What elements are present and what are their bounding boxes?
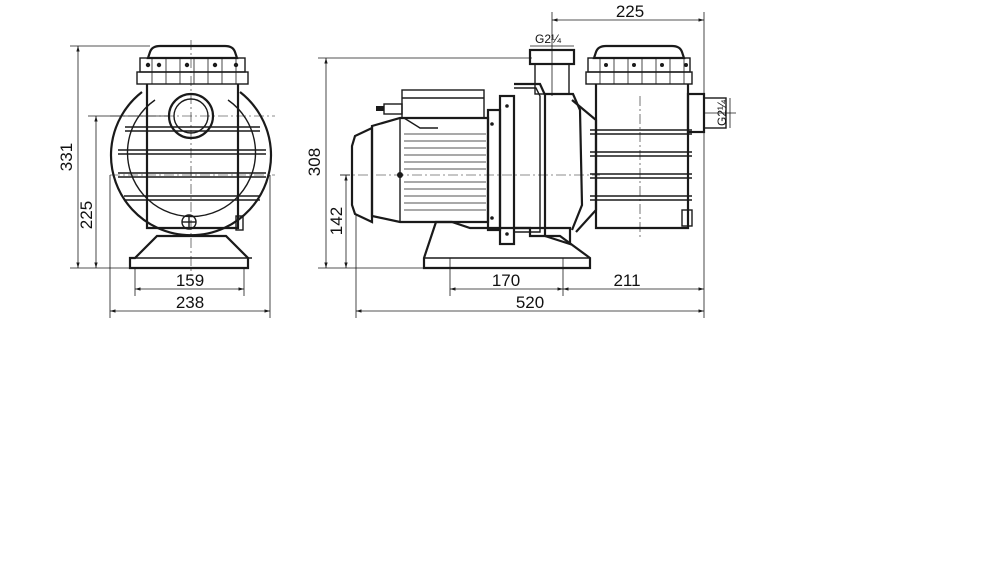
dim-side-axis-height-label: 142 bbox=[327, 207, 346, 235]
dim-side-outlet-to-inlet-label: 225 bbox=[616, 2, 644, 21]
side-outlet-pipe bbox=[528, 40, 584, 231]
side-view bbox=[340, 40, 736, 270]
side-pump-volute bbox=[514, 82, 572, 246]
dim-side-foot-to-inlet-label: 211 bbox=[613, 271, 640, 290]
side-motor-fan-cover bbox=[350, 126, 374, 224]
dim-side-foot-spacing-label: 170 bbox=[492, 271, 520, 290]
inlet-thread-label: G2¼ bbox=[715, 99, 729, 126]
dim-front-height-outlet: 225 bbox=[77, 115, 170, 268]
dim-side-length-total: 520 bbox=[355, 214, 704, 318]
dim-front-foot-spacing: 159 bbox=[134, 268, 245, 296]
dim-side-length-total-label: 520 bbox=[516, 293, 544, 312]
dim-side-height-total: 308 bbox=[305, 57, 532, 269]
front-ribs bbox=[118, 126, 266, 201]
side-terminal-box bbox=[376, 89, 485, 129]
dim-front-height-total: 331 bbox=[57, 45, 150, 269]
dim-front-height-outlet-label: 225 bbox=[77, 201, 96, 229]
front-strainer-pot bbox=[145, 84, 240, 230]
outlet-thread-label: G2¼ bbox=[535, 32, 562, 46]
dim-side-axis-height: 142 bbox=[327, 174, 350, 268]
dim-front-foot-spacing-label: 159 bbox=[176, 271, 204, 290]
dim-side-height-total-label: 308 bbox=[305, 148, 324, 176]
inlet-thread-callout: G2¼ bbox=[715, 98, 731, 128]
dim-side-foot-to-inlet: 211 bbox=[563, 128, 705, 318]
side-motor-flange bbox=[486, 108, 502, 232]
side-strainer-pot bbox=[585, 44, 693, 240]
dim-side-outlet-to-inlet: 225 bbox=[551, 2, 705, 94]
dim-front-width-total: 238 bbox=[109, 175, 271, 318]
dim-front-height-total-label: 331 bbox=[57, 143, 76, 171]
outlet-thread-callout: G2¼ bbox=[530, 32, 574, 47]
front-strainer-lid bbox=[136, 44, 249, 85]
side-base bbox=[422, 220, 592, 270]
front-view bbox=[109, 40, 275, 276]
front-base bbox=[128, 234, 250, 270]
side-inlet-pipe bbox=[686, 92, 736, 134]
side-motor-fins bbox=[404, 133, 486, 211]
dim-side-foot-spacing: 170 bbox=[449, 258, 564, 296]
dim-front-width-total-label: 238 bbox=[176, 293, 204, 312]
